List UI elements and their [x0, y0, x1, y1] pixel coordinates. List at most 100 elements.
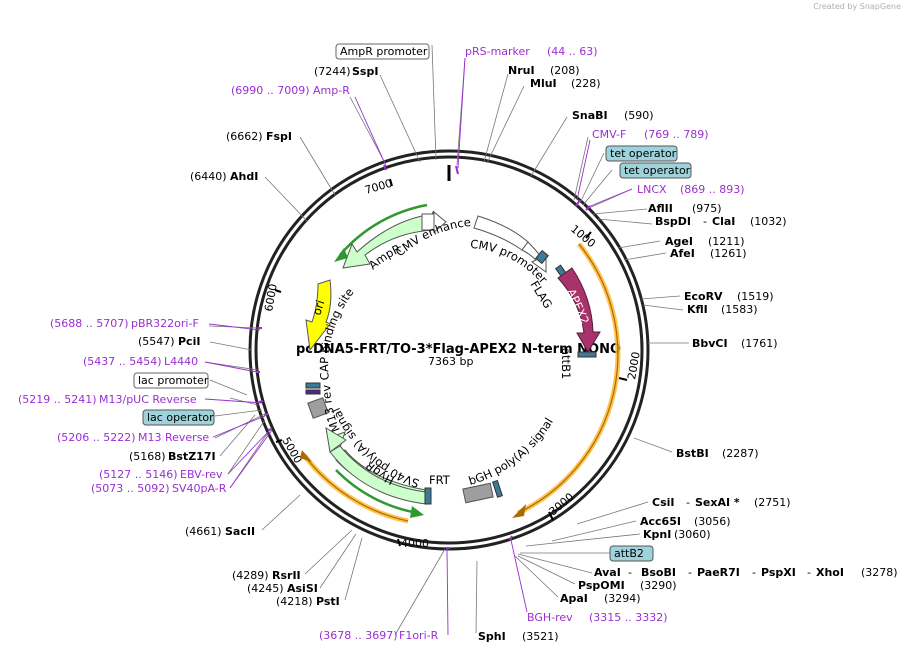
callout-sv40pa-r[interactable]: (5073 .. 5092) SV40pA-R — [91, 482, 227, 495]
callout-afei-name: AfeI — [670, 247, 695, 260]
callout-apai[interactable]: ApaI (3294) — [560, 592, 641, 605]
callout-lac-promoter[interactable]: lac promoter — [133, 372, 209, 389]
callout-kfli-name: KflI — [687, 303, 708, 316]
feature-bgh-polya[interactable] — [462, 482, 494, 504]
callout-l4440[interactable]: (5437 .. 5454) L4440 — [83, 355, 198, 368]
feature-attb1[interactable] — [577, 351, 597, 358]
callout-bgh-rev[interactable]: BGH-rev (3315 .. 3332) — [527, 611, 668, 624]
callout-kfli[interactable]: KflI (1583) — [687, 303, 758, 316]
feature-ampr[interactable] — [342, 210, 435, 269]
feature-tet-operators[interactable] — [535, 249, 549, 265]
callout-attb2-name: attB2 — [614, 547, 644, 560]
callout-tet-operator-2-name: tet operator — [624, 164, 691, 177]
callout-l4440-range: (5437 .. 5454) — [83, 355, 162, 368]
plasmid-length: 7363 bp — [428, 355, 473, 368]
callout-kfli-range: (1583) — [721, 303, 758, 316]
callout-rsrii[interactable]: (4289) RsrII — [232, 569, 301, 582]
callout-bgh-rev-name: BGH-rev — [527, 611, 573, 624]
tick-6000: 6000 — [262, 283, 282, 313]
feature-frt-label: FRT — [429, 473, 451, 487]
callout-bbvci[interactable]: BbvCI (1761) — [692, 337, 778, 350]
callout-amp-r-range: (6990 .. 7009) — [231, 84, 310, 97]
callout-cmv-f-range: (769 .. 789) — [644, 128, 709, 141]
callout-afei-range: (1261) — [710, 247, 747, 260]
callout-bstz17i[interactable]: (5168) BstZ17I — [129, 450, 216, 463]
callout-sspi-range: (7244) — [314, 65, 351, 78]
feature-apex2[interactable] — [557, 267, 601, 353]
tick-label-7000: 7000 — [363, 177, 393, 197]
callout-m13-puc-reverse-name: M13/pUC Reverse — [99, 393, 197, 406]
callout-tet-operator-1[interactable]: tet operator — [605, 145, 678, 162]
ampr-green-arrow — [334, 248, 348, 262]
feature-bgh-small[interactable] — [491, 479, 503, 498]
callout-prs-marker[interactable]: pRS-marker (44 .. 63) — [465, 45, 598, 58]
callout-cmv-f[interactable]: CMV-F (769 .. 789) — [592, 128, 709, 141]
feature-frt[interactable] — [424, 487, 432, 505]
callout-sspi[interactable]: (7244) SspI — [314, 65, 378, 78]
callout-ebv-rev[interactable]: (5127 .. 5146) EBV-rev — [99, 468, 223, 481]
plasmid-title: pcDNA5-FRT/TO-3*Flag-APEX2 N-term NONO — [296, 342, 621, 357]
feature-hygr-head — [325, 427, 347, 453]
callout-bstbi[interactable]: BstBI (2287) — [676, 447, 759, 460]
callout-rsrii-name: RsrII — [272, 569, 301, 582]
callout-acc65i-name: Acc65I — [640, 515, 681, 528]
callout-attb2[interactable]: attB2 — [609, 545, 654, 562]
callout-agei-name: AgeI — [665, 235, 693, 248]
callout-agei[interactable]: AgeI (1211) — [665, 235, 745, 248]
callout-l4440-name: L4440 — [164, 355, 198, 368]
callout-sacii[interactable]: (4661) SacII — [185, 525, 255, 538]
feature-ori[interactable] — [305, 279, 332, 352]
callout-m13-puc-reverse[interactable]: (5219 .. 5241) M13/pUC Reverse — [18, 393, 197, 406]
callout-ampr-promoter[interactable]: AmpR promoter — [335, 43, 430, 60]
callout-amp-r[interactable]: (6990 .. 7009) Amp-R — [231, 84, 350, 97]
callout-lac-operator[interactable]: lac operator — [142, 409, 215, 426]
callout-sacii-range: (4661) — [185, 525, 222, 538]
callout-ahdi-name: AhdI — [230, 170, 258, 183]
callout-lncx[interactable]: LNCX (869 .. 893) — [637, 183, 745, 196]
callout-pspxi-sep: - — [807, 566, 811, 579]
callout-avai-sep: - — [628, 566, 632, 579]
feature-lac-promoter[interactable] — [307, 397, 329, 419]
callout-agei-range: (1211) — [708, 235, 745, 248]
callout-sexai-name: SexAI * — [695, 496, 740, 509]
callout-f1ori-r[interactable]: (3678 .. 3697) F1ori-R — [319, 629, 439, 642]
callout-kpni[interactable]: KpnI (3060) — [643, 528, 711, 541]
callout-pcii[interactable]: (5547) PciI — [138, 335, 200, 348]
callout-sphi[interactable]: SphI (3521) — [478, 630, 559, 643]
feature-attb1-label: attB1 — [559, 348, 573, 379]
callout-ecorv[interactable]: EcoRV (1519) — [684, 290, 774, 303]
callout-tet-operator-2[interactable]: tet operator — [619, 162, 692, 179]
callout-psti[interactable]: (4218) PstI — [276, 595, 340, 608]
tick-label-2000: 2000 — [625, 351, 643, 381]
feature-cmv-promoter[interactable] — [521, 241, 547, 273]
callout-ahdi[interactable]: (6440) AhdI — [190, 170, 258, 183]
callout-avai-xhoi-range: (3278) — [861, 566, 898, 579]
primer-connector-lines — [204, 57, 633, 636]
callout-sspi-name: SspI — [352, 65, 378, 78]
callout-bspdi-clai[interactable]: BspDI - ClaI (1032) — [655, 215, 787, 228]
callout-mlui[interactable]: MluI (228) — [530, 77, 601, 90]
feature-lac-small-2[interactable] — [305, 389, 321, 395]
callout-fspi[interactable]: (6662) FspI — [226, 130, 292, 143]
callout-snabi-range: (590) — [624, 109, 654, 122]
feature-lac-small-1[interactable] — [305, 382, 321, 389]
callout-acc65i[interactable]: Acc65I (3056) — [640, 515, 731, 528]
callout-afei[interactable]: AfeI (1261) — [670, 247, 747, 260]
callout-aflii[interactable]: AflII (975) — [648, 202, 722, 215]
callout-pbr322ori-f[interactable]: (5688 .. 5707) pBR322ori-F — [50, 317, 199, 330]
callout-nrui[interactable]: NruI (208) — [508, 64, 580, 77]
callout-ahdi-range: (6440) — [190, 170, 227, 183]
callout-asisi[interactable]: (4245) AsiSI — [247, 582, 318, 595]
callout-pbr322ori-f-name: pBR322ori-F — [131, 317, 199, 330]
callout-m13-puc-reverse-range: (5219 .. 5241) — [18, 393, 97, 406]
callout-pspomi[interactable]: PspOMI (3290) — [578, 579, 677, 592]
callout-m13-reverse[interactable]: (5206 .. 5222) M13 Reverse — [57, 431, 209, 444]
callout-csii-sexai[interactable]: CsiI - SexAI * (2751) — [652, 496, 791, 509]
callout-snabi[interactable]: SnaBI (590) — [572, 109, 654, 122]
hygr-green-arrow — [410, 506, 424, 518]
callout-sv40pa-r-range: (5073 .. 5092) — [91, 482, 170, 495]
callout-avai-xhoi[interactable]: AvaI - BsoBI - PaeR7I - PspXI - XhoI (32… — [594, 566, 898, 579]
callout-m13-reverse-name: M13 Reverse — [138, 431, 209, 444]
callout-amp-r-name: Amp-R — [313, 84, 350, 97]
callout-bspdi-clai-range: (1032) — [750, 215, 787, 228]
